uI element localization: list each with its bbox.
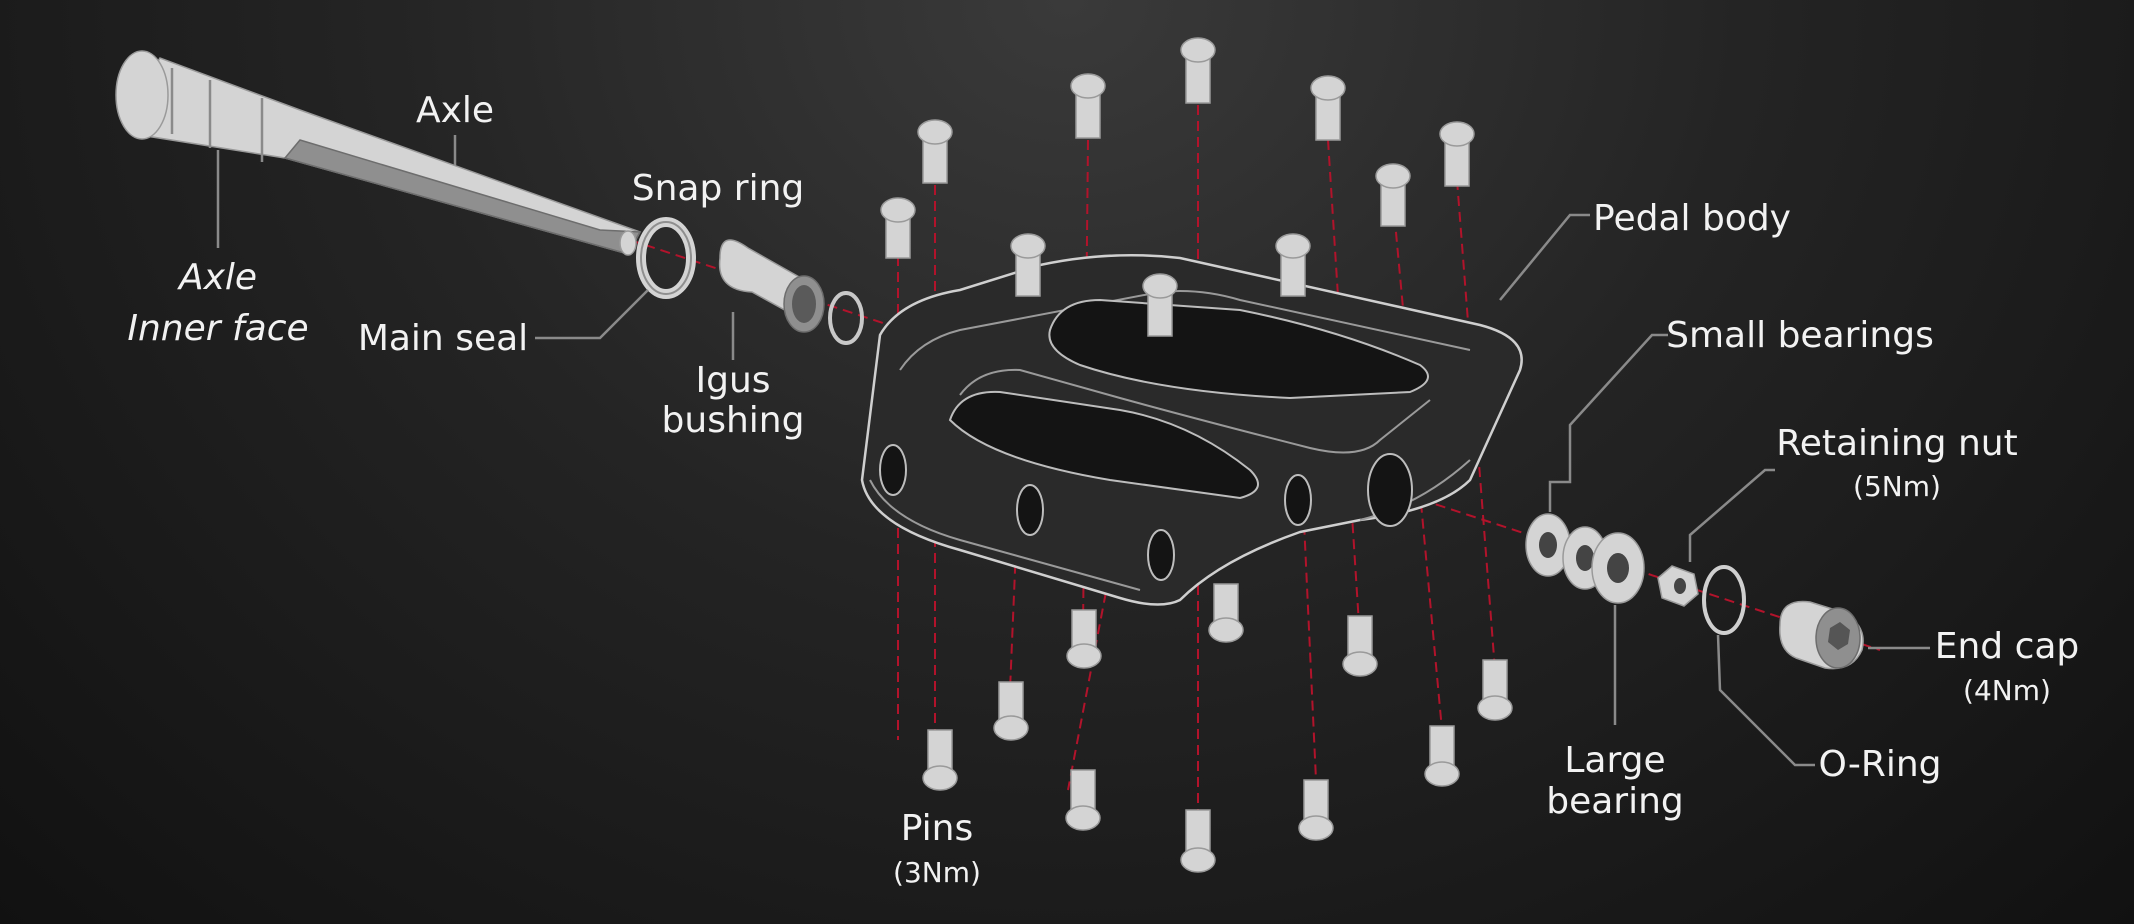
pin [1424,725,1460,787]
snap-ring [636,217,696,299]
pin [1180,37,1216,104]
pin [993,681,1029,741]
pin [917,119,953,184]
pin [1310,75,1346,141]
top-pins [880,37,1475,337]
label-small-bearings: Small bearings [1666,315,1934,356]
pedal-body [860,253,1523,606]
pin [1208,583,1244,643]
igus-bushing [718,239,825,333]
leader-small-bearings [1548,333,1668,512]
label-axle-inner-face-line2: Inner face [127,308,308,349]
pin [1142,273,1178,337]
pin [1180,809,1216,873]
label-large-bearing-line2: bearing [1546,781,1684,822]
pin [880,197,916,259]
label-axle: Axle [416,90,494,131]
pin [922,729,958,791]
label-pins: Pins [901,808,974,849]
axle [115,50,642,256]
label-igus-bushing-line1: Igus [695,360,770,401]
pin [1477,659,1513,721]
leader-o-ring [1716,634,1815,767]
label-end-cap-torque: (4Nm) [1963,674,2051,707]
pin [1439,121,1475,187]
leader-retaining-nut [1688,468,1775,562]
label-axle-inner-face-line1: Axle [177,257,257,298]
end-cap [1779,600,1864,670]
pin-axis-9 [1392,199,1443,731]
label-igus-bushing-line2: bushing [662,400,805,441]
pin [1375,163,1411,227]
pin [1065,769,1101,831]
label-retaining-nut-torque: (5Nm) [1853,470,1941,503]
label-large-bearing-line1: Large [1564,740,1665,781]
label-pins-torque: (3Nm) [893,856,981,889]
small-bearings [1525,513,1608,590]
leader-main-seal [535,289,649,340]
label-main-seal: Main seal [358,318,528,359]
label-retaining-nut: Retaining nut [1776,423,2017,464]
pin-axis-8 [1327,139,1361,641]
large-bearing [1591,532,1645,604]
pin [1066,609,1102,669]
label-snap-ring: Snap ring [632,168,805,209]
o-ring [1702,565,1746,635]
bottom-pins [922,583,1513,873]
leader-pedal-body [1499,213,1590,301]
label-o-ring: O-Ring [1818,744,1941,785]
pin [1342,615,1378,677]
main-seal-ring [828,291,864,345]
pin [1070,73,1106,139]
retaining-nut [1657,565,1699,607]
label-end-cap: End cap [1935,626,2080,667]
pin [1298,779,1334,841]
labels: Axle Axle Inner face Snap ring Main seal… [127,90,2079,889]
label-pedal-body: Pedal body [1593,198,1791,239]
pin [1010,233,1046,297]
leader-lines [216,135,1930,767]
pin [1275,233,1311,297]
